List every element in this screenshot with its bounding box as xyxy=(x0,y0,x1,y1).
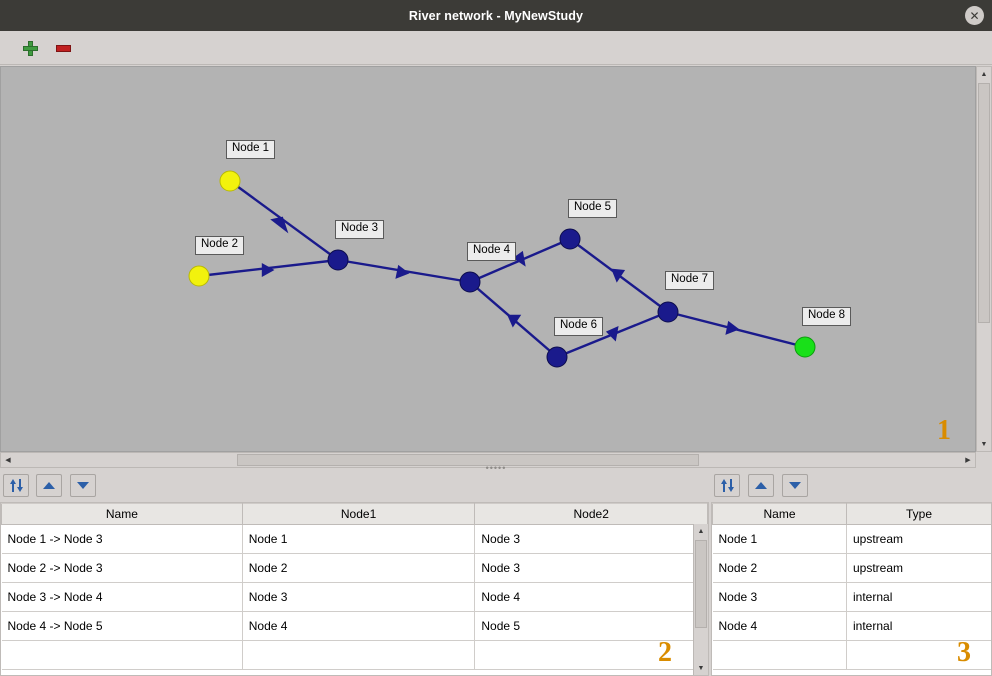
arrow-down-icon xyxy=(77,482,89,489)
cell-node2[interactable]: Node 3 xyxy=(474,553,708,583)
node-label-node-6[interactable]: Node 6 xyxy=(554,317,604,336)
cell-type[interactable]: upstream xyxy=(846,553,991,583)
scroll-up-icon[interactable]: ▲ xyxy=(980,70,988,78)
nodes-sort-button[interactable] xyxy=(714,474,740,497)
window-title: River network - MyNewStudy xyxy=(408,8,584,23)
scroll-up-icon[interactable]: ▲ xyxy=(697,527,705,535)
table-row[interactable]: Node 1 -> Node 3 Node 1 Node 3 xyxy=(1,524,708,554)
column-header-name[interactable]: Name xyxy=(712,503,847,525)
column-header-name[interactable]: Name xyxy=(1,503,243,525)
nodes-move-up-button[interactable] xyxy=(748,474,774,497)
cell-type[interactable]: upstream xyxy=(846,524,991,554)
minus-icon xyxy=(55,44,71,52)
nodes-move-down-button[interactable] xyxy=(782,474,808,497)
scroll-down-icon[interactable]: ▼ xyxy=(697,664,705,672)
cell-name[interactable]: Node 4 xyxy=(712,611,847,641)
scroll-right-icon[interactable]: ▶ xyxy=(965,457,971,464)
cell-name[interactable]: Node 3 -> Node 4 xyxy=(1,582,243,612)
cell-node1[interactable]: Node 2 xyxy=(242,553,476,583)
cell-name[interactable]: Node 1 -> Node 3 xyxy=(1,524,243,554)
node-label-node-7[interactable]: Node 7 xyxy=(665,271,715,290)
cell-name[interactable]: Node 2 xyxy=(712,553,847,583)
canvas-vertical-scrollbar[interactable]: ▲ ▼ xyxy=(976,66,992,452)
node-label-node-8[interactable]: Node 8 xyxy=(802,307,852,326)
cell-name[interactable] xyxy=(712,640,847,670)
add-node-button[interactable] xyxy=(19,38,41,58)
reaches-table-scrollbar[interactable]: ▲ ▼ xyxy=(693,524,708,675)
cell-node2[interactable]: Node 5 xyxy=(474,611,708,641)
sort-icon xyxy=(720,479,734,492)
node-label-node-3[interactable]: Node 3 xyxy=(335,220,385,239)
cell-node2[interactable] xyxy=(474,640,708,670)
reaches-table-container: Name Node1 Node2 Node 1 -> Node 3 Node 1… xyxy=(0,502,709,676)
sort-icon xyxy=(9,479,23,492)
bottom-panels: Name Node1 Node2 Node 1 -> Node 3 Node 1… xyxy=(0,472,992,676)
cell-node1[interactable] xyxy=(242,640,476,670)
arrow-up-icon xyxy=(755,482,767,489)
cell-type[interactable] xyxy=(846,640,991,670)
nodes-panel: Name Type Node 1 upstream Node 2 upstrea… xyxy=(711,472,992,676)
cell-node1[interactable]: Node 3 xyxy=(242,582,476,612)
reaches-scroll-thumb[interactable] xyxy=(695,540,707,628)
close-icon[interactable]: ✕ xyxy=(965,6,984,25)
column-header-node1[interactable]: Node1 xyxy=(241,503,476,525)
cell-node2[interactable]: Node 3 xyxy=(474,524,708,554)
nodes-table-container: Name Type Node 1 upstream Node 2 upstrea… xyxy=(711,502,992,676)
arrow-down-icon xyxy=(789,482,801,489)
cell-name[interactable]: Node 3 xyxy=(712,582,847,612)
table-header-row: Name Node1 Node2 xyxy=(1,503,708,525)
reaches-toolbar xyxy=(0,472,709,502)
reaches-sort-button[interactable] xyxy=(3,474,29,497)
network-graph xyxy=(188,170,816,368)
table-row[interactable] xyxy=(1,640,708,670)
table-row[interactable]: Node 1 upstream xyxy=(712,524,991,554)
graph-canvas[interactable]: Node 1 Node 2 Node 3 Node 4 Node 5 Node … xyxy=(0,66,976,452)
canvas-vscroll-thumb[interactable] xyxy=(978,83,990,323)
annotation-badge-1: 1 xyxy=(937,415,951,446)
nodes-table: Name Type Node 1 upstream Node 2 upstrea… xyxy=(712,503,991,670)
canvas-hscroll-thumb[interactable] xyxy=(237,454,699,466)
cell-type[interactable]: internal xyxy=(846,582,991,612)
reaches-move-up-button[interactable] xyxy=(36,474,62,497)
main-toolbar xyxy=(0,31,992,65)
node-label-node-4[interactable]: Node 4 xyxy=(467,242,517,261)
splitter-dots: ••••• xyxy=(485,463,507,473)
cell-name[interactable] xyxy=(1,640,243,670)
scroll-left-icon[interactable]: ◀ xyxy=(5,457,11,464)
scroll-down-icon[interactable]: ▼ xyxy=(980,440,988,448)
cell-name[interactable]: Node 1 xyxy=(712,524,847,554)
cell-name[interactable]: Node 2 -> Node 3 xyxy=(1,553,243,583)
cell-type[interactable]: internal xyxy=(846,611,991,641)
nodes-toolbar xyxy=(711,472,992,502)
table-row[interactable]: Node 3 -> Node 4 Node 3 Node 4 xyxy=(1,582,708,612)
reaches-table: Name Node1 Node2 Node 1 -> Node 3 Node 1… xyxy=(1,503,708,670)
table-row[interactable]: Node 4 internal xyxy=(712,611,991,641)
cell-node1[interactable]: Node 4 xyxy=(242,611,476,641)
cell-name[interactable]: Node 4 -> Node 5 xyxy=(1,611,243,641)
table-row[interactable]: Node 3 internal xyxy=(712,582,991,612)
reaches-panel: Name Node1 Node2 Node 1 -> Node 3 Node 1… xyxy=(0,472,709,676)
node-label-node-5[interactable]: Node 5 xyxy=(568,199,618,218)
panel-splitter[interactable]: ••••• xyxy=(0,463,992,473)
table-row[interactable] xyxy=(712,640,991,670)
table-row[interactable]: Node 4 -> Node 5 Node 4 Node 5 xyxy=(1,611,708,641)
canvas-horizontal-scrollbar[interactable]: ◀ ▶ xyxy=(0,452,976,468)
column-header-type[interactable]: Type xyxy=(846,503,991,525)
delete-node-button[interactable] xyxy=(52,38,74,58)
node-label-node-1[interactable]: Node 1 xyxy=(226,140,276,159)
table-row[interactable]: Node 2 upstream xyxy=(712,553,991,583)
cell-node2[interactable]: Node 4 xyxy=(474,582,708,612)
plus-icon xyxy=(22,40,38,56)
reaches-move-down-button[interactable] xyxy=(70,474,96,497)
arrow-up-icon xyxy=(43,482,55,489)
table-row[interactable]: Node 2 -> Node 3 Node 2 Node 3 xyxy=(1,553,708,583)
cell-node1[interactable]: Node 1 xyxy=(242,524,476,554)
graph-area: Node 1 Node 2 Node 3 Node 4 Node 5 Node … xyxy=(0,66,992,470)
title-bar: River network - MyNewStudy ✕ xyxy=(0,0,992,31)
table-header-row: Name Type xyxy=(712,503,991,525)
node-label-node-2[interactable]: Node 2 xyxy=(195,236,245,255)
column-header-node2[interactable]: Node2 xyxy=(474,503,708,525)
